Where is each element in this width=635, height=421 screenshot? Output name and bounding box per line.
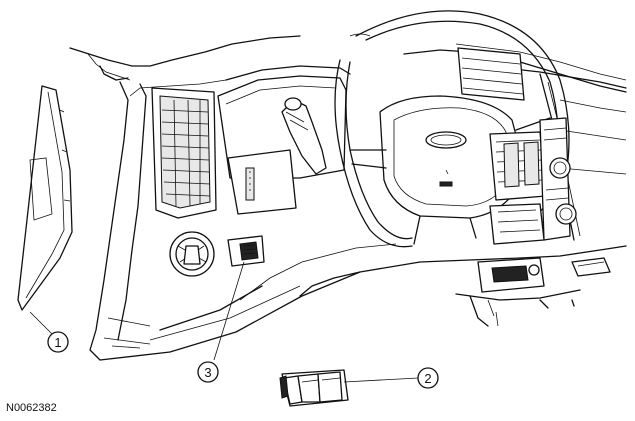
center-stack [457, 47, 577, 245]
headlamp-switch-knob [169, 231, 215, 277]
steering-wheel [334, 10, 570, 248]
callout-3-label: 3 [204, 365, 211, 380]
callout-1-label: 1 [54, 335, 61, 350]
lower-console [455, 257, 611, 327]
callout-3: 3 [197, 261, 245, 383]
cowl-top [69, 35, 627, 89]
installed-switch [227, 235, 265, 267]
removed-switch [279, 369, 349, 407]
callout-2-label: 2 [424, 371, 431, 386]
callout-1: 1 [29, 311, 69, 353]
left-air-vent [151, 87, 217, 219]
cluster-hood [217, 75, 347, 215]
side-trim-panel [17, 85, 73, 311]
steering-column-stalk [281, 97, 327, 175]
figure-code: N0062382 [6, 402, 57, 414]
callout-2: 2 [343, 367, 439, 389]
